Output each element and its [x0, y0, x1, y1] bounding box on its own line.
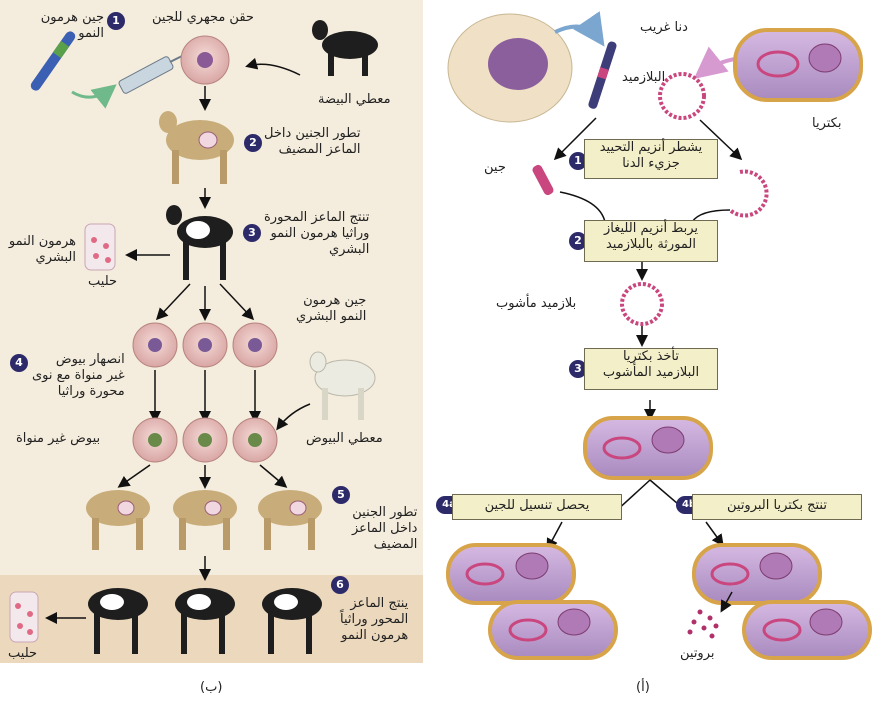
- caption-b: (ب): [200, 680, 223, 695]
- plasmid-label: البلازميد: [622, 70, 666, 85]
- bacterium-top: [733, 28, 863, 102]
- hgh-gene-rod: [30, 31, 76, 91]
- gene-fragment: [532, 164, 554, 196]
- bacteria-label: بكتريا: [812, 116, 842, 131]
- injection-label: حقن مجهري للجين: [152, 10, 254, 25]
- milk-bottle-2: [9, 591, 39, 643]
- recombinant-plasmid: [620, 282, 664, 326]
- step-b3-number: 3: [243, 224, 261, 242]
- protein-dots: [687, 609, 719, 639]
- host-goats-row: [86, 490, 322, 550]
- human-cell: [447, 13, 573, 123]
- step-a2-number: 2: [569, 232, 587, 250]
- step-b5-number: 5: [332, 486, 350, 504]
- plasmid-ring: [658, 72, 706, 120]
- milk-label-2: حليب: [8, 646, 38, 661]
- bacterium-middle: [583, 416, 713, 480]
- cloned-bacteria: [446, 543, 618, 660]
- step-b4-number: 4: [10, 354, 28, 372]
- step-a2-box: يربط أنزيم الليغاز المورثة بالبلازميد: [584, 220, 718, 262]
- foreign-dna-strand: [588, 41, 617, 109]
- enucleated-label: بيوض غير منواة: [16, 431, 101, 446]
- caption-a: (أ): [636, 680, 650, 695]
- hgh-milk-label: هرمون النمو البشري: [8, 234, 76, 265]
- step-b2-number: 2: [244, 134, 262, 152]
- transgenic-goats-row: [88, 588, 322, 654]
- host-goat-1: [159, 111, 234, 184]
- enucleated-egg-cells: [132, 417, 278, 463]
- step-b1-number: 1: [107, 12, 125, 30]
- syringe: [118, 51, 191, 94]
- egg-donor-sheep: [309, 351, 376, 420]
- cut-plasmid: [728, 169, 769, 218]
- recombinant-plasmid-label: بلازميد مأشوب: [496, 296, 577, 311]
- egg-donors-label: معطي البيوض: [306, 431, 383, 446]
- foreign-dna-label: دنا غريب: [640, 20, 688, 35]
- hgh-gene-label: جين هرمون النمو البشري: [296, 293, 367, 324]
- transgenic-goat: [166, 205, 233, 280]
- step-a3-box: تأخذ بكتريا البلازميد المأشوب: [584, 348, 718, 390]
- step-a4a-box: يحصل تنسيل للجين: [452, 494, 622, 520]
- milk-label: حليب: [88, 274, 118, 289]
- nucleated-cells: [132, 322, 278, 368]
- step-a4b-box: تنتج بكتريا البروتين: [692, 494, 862, 520]
- step-a1-number: 1: [569, 152, 587, 170]
- step-b4-label: انصهار بيوض غير منواة مع نوى محورة وراثي…: [32, 352, 125, 399]
- protein-label: بروتين: [680, 646, 715, 661]
- step-b3-label: تنتج الماعز المحورة وراثيا هرمون النمو ا…: [264, 210, 370, 257]
- step-b2-label: تطور الجنين داخل الماعز المضيف: [264, 126, 361, 157]
- step-b6-number: 6: [331, 576, 349, 594]
- milk-bottle-1: [84, 223, 116, 271]
- black-goat-donor: [312, 20, 378, 76]
- step-b5-label: تطور الجنين داخل الماعز المضيف: [352, 505, 418, 552]
- egg-donor-label: معطي البيضة: [318, 92, 391, 107]
- step-b6-label: ينتج الماعز المحور وراثياً هرمون النمو: [340, 596, 409, 643]
- gene-arrow: [71, 84, 117, 109]
- protein-bacteria: [692, 543, 872, 660]
- step-a1-box: يشطر أنزيم التحييد جزيء الدنا: [584, 139, 718, 179]
- step-a3-number: 3: [569, 360, 587, 378]
- step-b1-label: جين هرمون النمو: [40, 10, 104, 41]
- gene-label: جين: [484, 160, 506, 175]
